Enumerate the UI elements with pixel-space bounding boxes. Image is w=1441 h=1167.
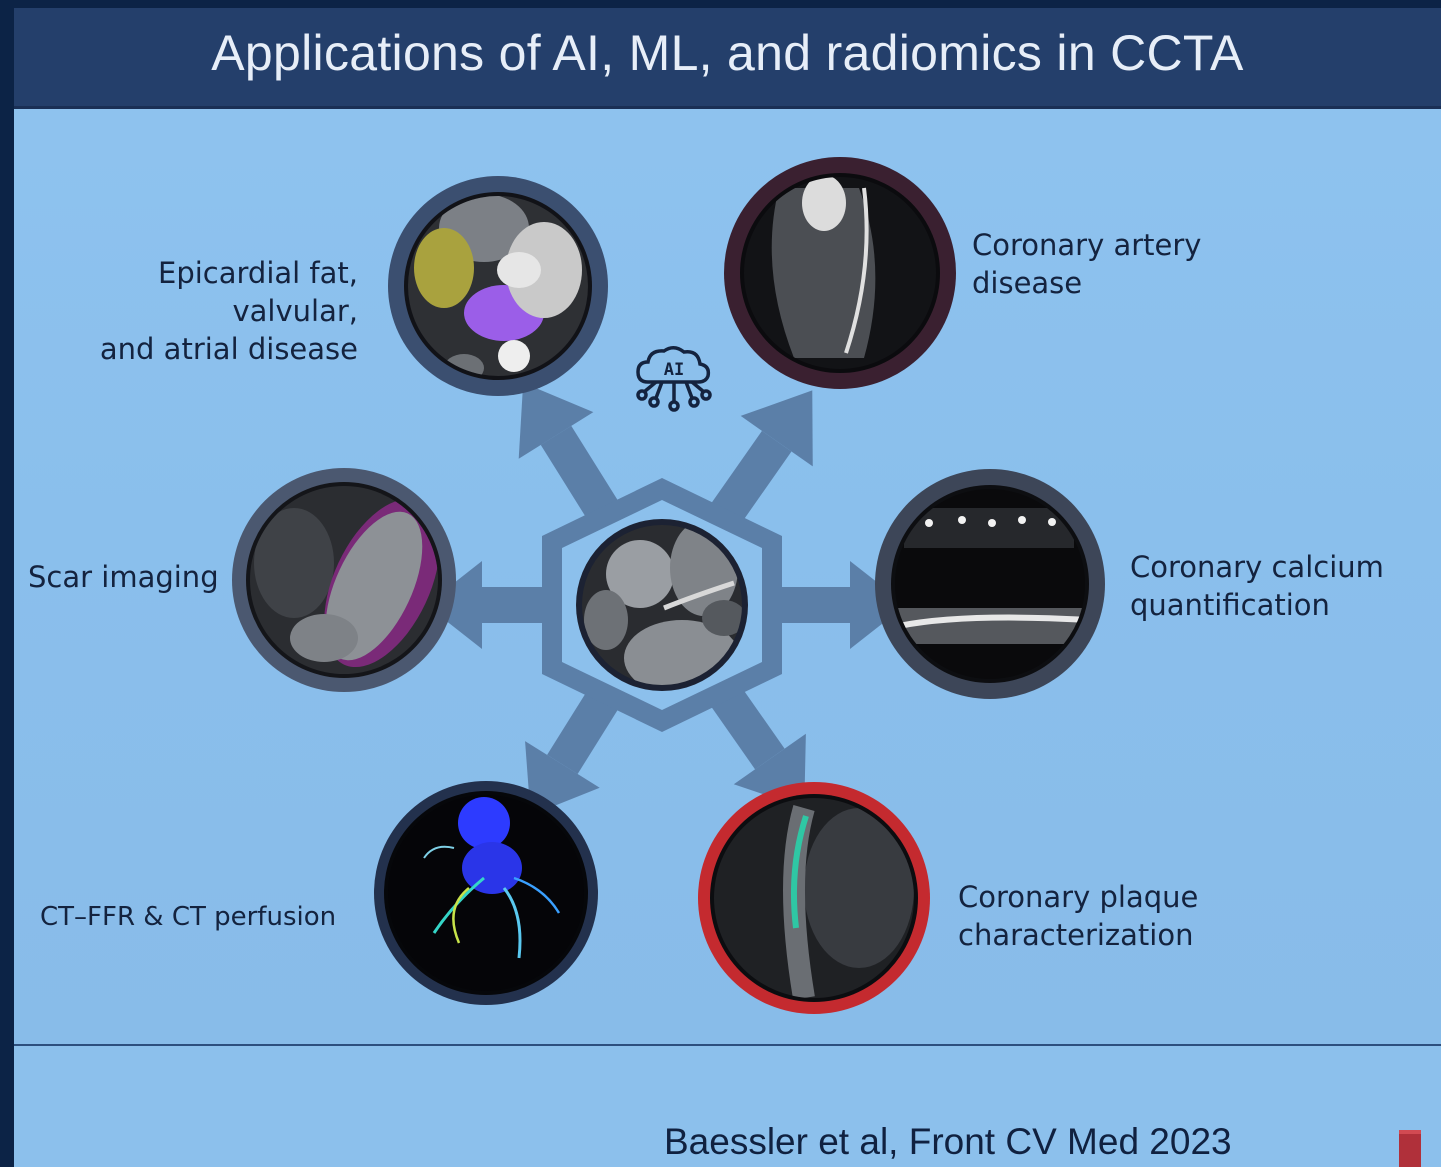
citation: Baessler et al, Front CV Med 2023 xyxy=(664,1121,1232,1162)
label-ctffr: CT–FFR & CT perfusion xyxy=(40,902,337,932)
footer xyxy=(14,1046,1441,1167)
epicardial-ct-image xyxy=(408,196,588,376)
center-hub xyxy=(542,478,782,732)
cad-ct-image xyxy=(744,177,936,369)
node-plaque xyxy=(698,782,930,1014)
node-cad xyxy=(724,157,956,389)
plaque-ct-image xyxy=(714,798,914,998)
label-calcium: Coronary calcium quantification xyxy=(1130,550,1384,622)
svg-text:AI: AI xyxy=(664,360,684,380)
ai-cloud-circuit-icon: AI xyxy=(636,346,712,412)
node-epicardial xyxy=(388,176,608,396)
node-ctffr xyxy=(374,781,598,1005)
label-scar: Scar imaging xyxy=(28,560,219,594)
calcium-ct-image xyxy=(895,489,1085,679)
title-bar: Applications of AI, ML, and radiomics in… xyxy=(14,8,1441,109)
ai-applications-diagram: AI xyxy=(232,157,1105,1014)
scar-ct-image xyxy=(250,486,438,674)
label-epicardial: Epicardial fat, valvular, and atrial dis… xyxy=(99,256,358,366)
slide-title: Applications of AI, ML, and radiomics in… xyxy=(211,25,1244,81)
node-calcium xyxy=(875,469,1105,699)
label-plaque: Coronary plaque characterization xyxy=(958,880,1199,952)
node-scar xyxy=(232,468,456,692)
ctffr-3d-image xyxy=(388,795,584,991)
label-cad: Coronary artery disease xyxy=(972,228,1202,300)
slide: Applications of AI, ML, and radiomics in… xyxy=(14,8,1441,1167)
footer-divider xyxy=(14,1044,1441,1046)
logo-mark xyxy=(1399,1130,1421,1167)
center-ct-image xyxy=(582,525,742,685)
